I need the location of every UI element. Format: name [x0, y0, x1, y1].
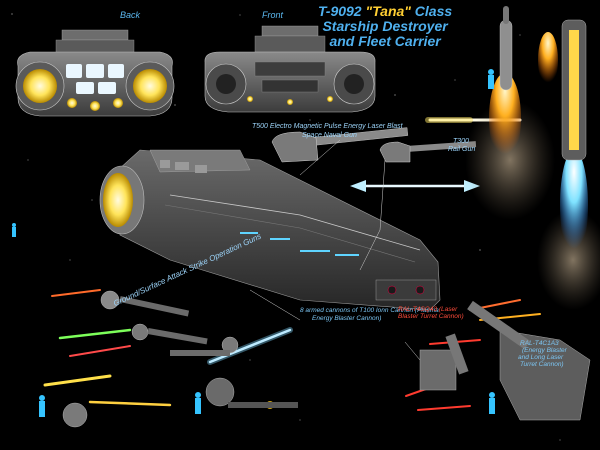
main-ship-hull: [99, 149, 441, 311]
turret-left-callout-line1: RAL-T4SQ43 (Laser: [398, 306, 458, 313]
title-line-1: T-9092 "Tana" Class: [318, 4, 452, 19]
energy-beams: [43, 117, 541, 411]
turret-left-callout-line2: Blaster Turret Cannon): [398, 313, 464, 320]
rail-gun-callout-line1: T300: [453, 138, 469, 145]
title-line-3: and Fleet Carrier: [329, 33, 441, 49]
front-view-label: Front: [262, 10, 284, 20]
title-model: T-9092: [318, 3, 366, 19]
front-view: [204, 25, 376, 113]
turret-right-callout-line1: RAL-T4C1A3: [520, 340, 559, 347]
laser-blast-callout: T500 Electro Magnetic Pulse Energy Laser…: [252, 123, 403, 130]
cannons-callout-line2: Energy Blaster Cannon): [312, 315, 382, 322]
ground-attack-guns: [62, 290, 298, 428]
back-view: [15, 29, 175, 117]
title-line-2: Starship Destroyer: [322, 18, 448, 34]
leader-lines: [249, 139, 421, 361]
space-naval-gun-turret: [271, 127, 477, 163]
missiles: [465, 6, 600, 310]
turret-right-callout-line2: (Energy Blaster: [522, 347, 567, 354]
title-class-word: Class: [410, 3, 453, 19]
back-view-label: Back: [120, 10, 141, 20]
turret-right-callout-line4: Turret Cannon): [520, 361, 564, 368]
cannons-callout-line1: 8 armed cannons of T100 Ionn Cannon (Pla…: [300, 307, 439, 314]
title-class-name: "Tana": [365, 3, 411, 19]
laser-turrets: [419, 300, 591, 421]
naval-gun-callout: Space Naval Gun: [302, 132, 357, 139]
turret-right-callout-line3: and Long Laser: [518, 354, 564, 361]
scale-figures: [12, 69, 495, 417]
page-title: T-9092 "Tana" Class Starship Destroyer a…: [318, 4, 452, 49]
rail-gun-callout-line2: Rail Gun: [448, 146, 476, 153]
